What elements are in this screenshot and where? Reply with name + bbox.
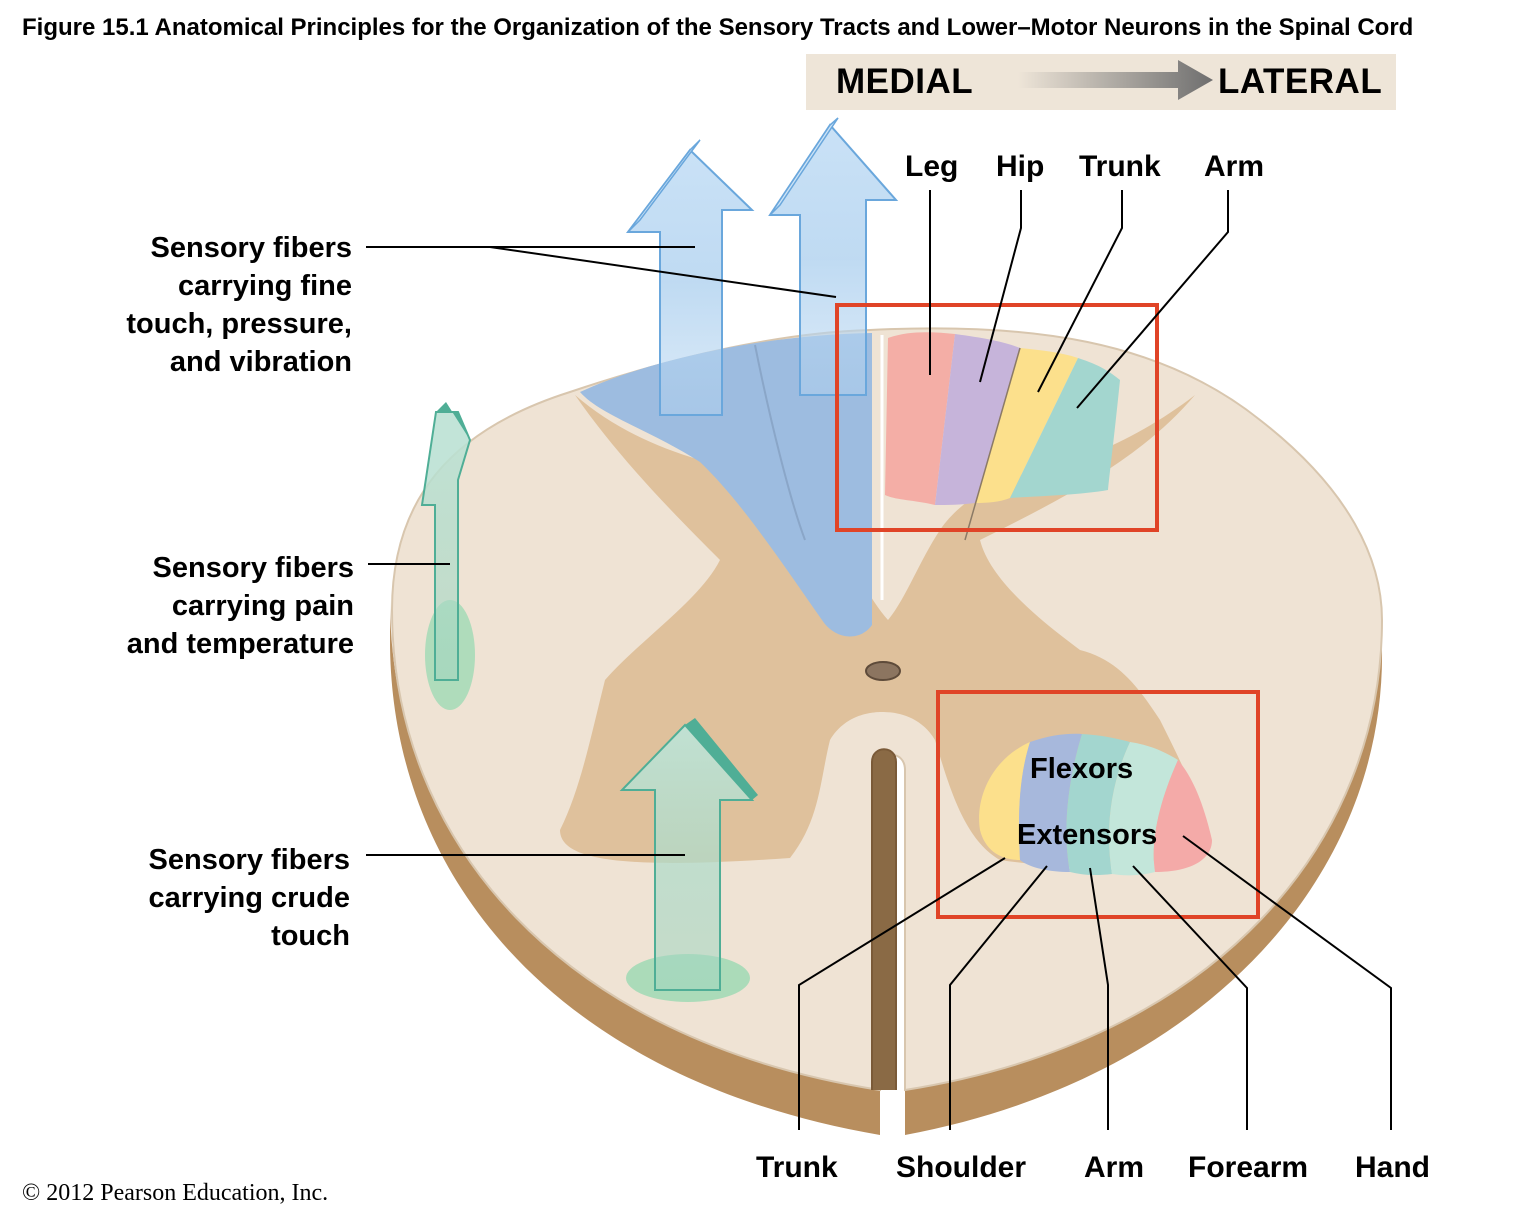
- fine-touch-arrow-icons: [625, 117, 899, 416]
- medial-label: MEDIAL: [836, 62, 974, 101]
- dorsal-leader-lines: [929, 190, 1229, 409]
- ventral-median-fissure: [871, 748, 897, 1090]
- sensory-leader-lines: [366, 246, 837, 856]
- fine-touch-label: Sensory fibers carrying fine touch, pres…: [126, 232, 352, 378]
- crude-touch-arrow-icon: [619, 718, 758, 1002]
- arm-band: [1010, 358, 1120, 498]
- ventral-label-hand: Hand: [1355, 1151, 1430, 1184]
- pain-temperature-arrow-icon: [420, 402, 475, 710]
- flexors-label: Flexors: [1030, 753, 1134, 785]
- ventral-label-forearm: Forearm: [1188, 1151, 1309, 1184]
- central-canal: [865, 661, 901, 681]
- crude-touch-label: Sensory fibers carrying crude touch: [148, 844, 350, 952]
- ventral-leader-lines: [798, 835, 1392, 1130]
- dorsal-somatotopic-bands: [885, 332, 1120, 505]
- hip-band: [935, 334, 1020, 505]
- extensors-label: Extensors: [1017, 819, 1158, 851]
- leg-band: [885, 332, 955, 505]
- ventral-motor-pools: [979, 733, 1212, 876]
- hand-pool: [1153, 760, 1212, 872]
- shoulder-pool: [1019, 733, 1082, 872]
- ventral-label-arm: Arm: [1084, 1151, 1145, 1184]
- dorsal-label-trunk: Trunk: [1079, 150, 1161, 183]
- orientation-banner: MEDIAL LATERAL: [806, 54, 1396, 110]
- dorsal-label-hip: Hip: [996, 150, 1045, 183]
- copyright-notice: © 2012 Pearson Education, Inc.: [22, 1180, 329, 1206]
- dorsal-label-leg: Leg: [905, 150, 959, 183]
- dorsal-column-fine-touch: [580, 333, 872, 637]
- ventral-label-trunk: Trunk: [756, 1151, 838, 1184]
- forearm-pool: [1109, 742, 1178, 876]
- medial-lateral-arrow-icon: [1018, 60, 1213, 100]
- trunk-pool: [979, 742, 1030, 860]
- arm-pool: [1066, 734, 1130, 876]
- lateral-label: LATERAL: [1218, 62, 1383, 101]
- figure-title: Figure 15.1 Anatomical Principles for th…: [22, 14, 1414, 41]
- ventral-label-shoulder: Shoulder: [896, 1151, 1027, 1184]
- dorsal-highlight-box: [835, 303, 1159, 532]
- dorsal-label-arm: Arm: [1204, 150, 1265, 183]
- trunk-band: [975, 348, 1078, 503]
- pain-temperature-label: Sensory fibers carrying pain and tempera…: [126, 552, 354, 660]
